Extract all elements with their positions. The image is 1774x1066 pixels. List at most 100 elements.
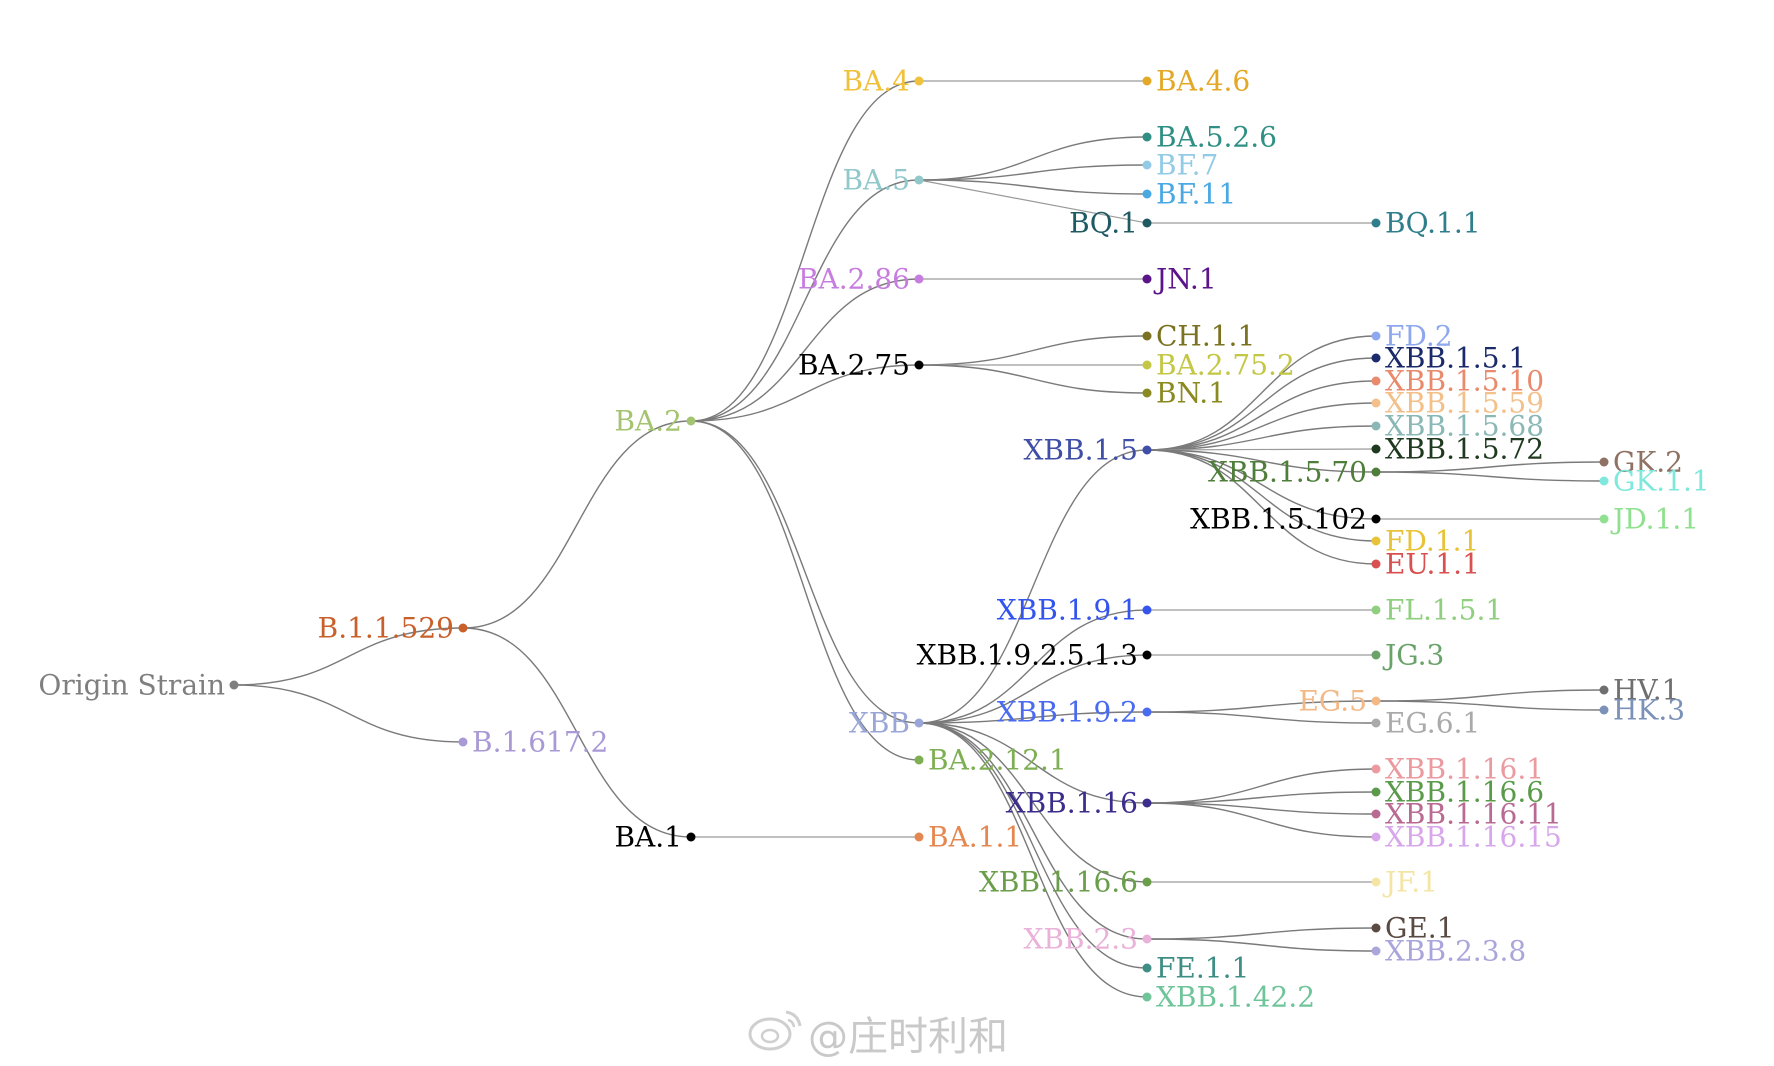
node-label: BA.4 <box>842 65 910 98</box>
node-xbb-1-5: XBB.1.5 <box>1023 434 1152 467</box>
node-xbb-2-3-8: XBB.2.3.8 <box>1371 935 1526 968</box>
edge-xbb-to-xbb-1-5 <box>918 449 1148 724</box>
node-dot <box>1371 398 1381 408</box>
edge-xbb-to-xbb-1-9-2-5-1-3 <box>918 654 1148 724</box>
node-label: XBB.1.5.10 <box>1385 365 1544 398</box>
node-dot <box>1142 274 1152 284</box>
tree-nodes: Origin StrainB.1.1.529B.1.617.2BA.2BA.1B… <box>38 65 1709 1014</box>
node-dot <box>1371 376 1381 386</box>
node-gk-2: GK.2 <box>1599 446 1683 479</box>
node-dot <box>914 832 924 842</box>
node-bq-1: BQ.1 <box>1069 207 1152 240</box>
edge-ba-2-75-to-ch-1-1 <box>918 335 1148 366</box>
node-dot <box>1371 559 1381 569</box>
node-label: BQ.1.1 <box>1385 207 1481 240</box>
node-label: XBB.1.16 <box>1006 787 1138 820</box>
edge-xbb-1-16-to-xbb-1-16-1 <box>1146 768 1377 804</box>
node-label: XBB.1.5.72 <box>1385 433 1544 466</box>
node-label: XBB.1.5.70 <box>1208 456 1367 489</box>
node-dot <box>1371 809 1381 819</box>
node-label: BA.2.75 <box>798 349 910 382</box>
node-label: GE.1 <box>1385 912 1455 945</box>
node-label: XBB.1.42.2 <box>1156 981 1315 1014</box>
node-label: XBB.1.16.1 <box>1385 753 1544 786</box>
edge-ba-2-to-xbb <box>690 420 920 724</box>
node-jg-3: JG.3 <box>1371 639 1444 672</box>
node-xbb-1-42-2: XBB.1.42.2 <box>1142 981 1315 1014</box>
node-dot <box>458 737 468 747</box>
edge-ba-2-75-to-bn-1 <box>918 364 1148 394</box>
node-jn-1: JN.1 <box>1142 263 1217 296</box>
node-dot <box>1371 467 1381 477</box>
node-label: EU.1.1 <box>1385 548 1480 581</box>
node-dot <box>1371 536 1381 546</box>
node-label: BA.1.1 <box>928 821 1022 854</box>
node-hk-3: HK.3 <box>1599 694 1685 727</box>
node-label: BF.11 <box>1156 178 1236 211</box>
node-label: XBB.1.5.102 <box>1190 503 1367 536</box>
edge-xbb-1-9-2-to-eg-5 <box>1146 700 1377 713</box>
edge-ba-2-to-ba-2-12-1 <box>690 420 920 761</box>
node-label: XBB.1.16.6 <box>979 866 1138 899</box>
node-label: FL.1.5.1 <box>1385 594 1503 627</box>
node-xbb-1-5-68: XBB.1.5.68 <box>1371 410 1544 443</box>
node-ba-1-1: BA.1.1 <box>914 821 1022 854</box>
node-label: BA.2 <box>614 405 682 438</box>
node-label: EG.6.1 <box>1385 707 1480 740</box>
node-bq-1-1: BQ.1.1 <box>1371 207 1481 240</box>
node-dot <box>914 718 924 728</box>
edge-eg-5-to-hk-3 <box>1375 700 1605 711</box>
node-dot <box>1371 514 1381 524</box>
node-dot <box>1371 421 1381 431</box>
node-label: HV.1 <box>1613 674 1679 707</box>
edge-xbb-1-5-70-to-gk-2 <box>1375 461 1605 473</box>
edge-origin-strain-to-b-1-617-2 <box>233 684 464 743</box>
node-label: JN.1 <box>1153 263 1217 296</box>
edge-ba-5-to-bq-1 <box>918 179 1148 224</box>
node-label: BF.7 <box>1156 149 1218 182</box>
edge-xbb-1-5-to-xbb-1-5-102 <box>1146 449 1377 520</box>
node-fe-1-1: FE.1.1 <box>1142 952 1249 985</box>
node-dot <box>458 623 468 633</box>
node-fd-2: FD.2 <box>1371 320 1453 353</box>
edge-ba-2-to-ba-2-75 <box>690 364 920 422</box>
node-label: XBB.1.9.1 <box>997 594 1138 627</box>
node-xbb: XBB <box>849 707 924 740</box>
node-dot <box>1599 685 1609 695</box>
node-ge-1: GE.1 <box>1371 912 1455 945</box>
node-dot <box>1142 798 1152 808</box>
node-label: XBB.1.16.11 <box>1385 798 1562 831</box>
node-dot <box>1371 718 1381 728</box>
node-dot <box>1371 331 1381 341</box>
node-label: FE.1.1 <box>1156 952 1249 985</box>
node-dot <box>1371 696 1381 706</box>
node-dot <box>1142 963 1152 973</box>
node-dot <box>229 680 239 690</box>
node-label: XBB.2.3 <box>1023 923 1138 956</box>
node-xbb-1-16-6: XBB.1.16.6 <box>1371 776 1544 809</box>
node-dot <box>1142 605 1152 615</box>
node-eu-1-1: EU.1.1 <box>1371 548 1480 581</box>
node-label: GK.1.1 <box>1613 465 1710 498</box>
node-b-1-617-2: B.1.617.2 <box>458 726 608 759</box>
node-dot <box>1371 764 1381 774</box>
edge-ba-2-to-ba-4 <box>690 80 920 422</box>
node-dot <box>1142 331 1152 341</box>
node-dot <box>1142 650 1152 660</box>
node-dot <box>1142 132 1152 142</box>
node-dot <box>686 832 696 842</box>
node-xbb-1-5-10: XBB.1.5.10 <box>1371 365 1544 398</box>
node-ch-1-1: CH.1.1 <box>1142 320 1255 353</box>
node-dot <box>1371 605 1381 615</box>
node-dot <box>1142 189 1152 199</box>
node-ba-5-2-6: BA.5.2.6 <box>1142 121 1277 154</box>
edge-ba-2-to-ba-2-86 <box>690 278 920 422</box>
node-dot <box>1142 218 1152 228</box>
edge-eg-5-to-hv-1 <box>1375 689 1605 702</box>
node-label: HK.3 <box>1613 694 1685 727</box>
node-dot <box>914 274 924 284</box>
node-ba-2-75: BA.2.75 <box>798 349 924 382</box>
node-dot <box>1371 787 1381 797</box>
